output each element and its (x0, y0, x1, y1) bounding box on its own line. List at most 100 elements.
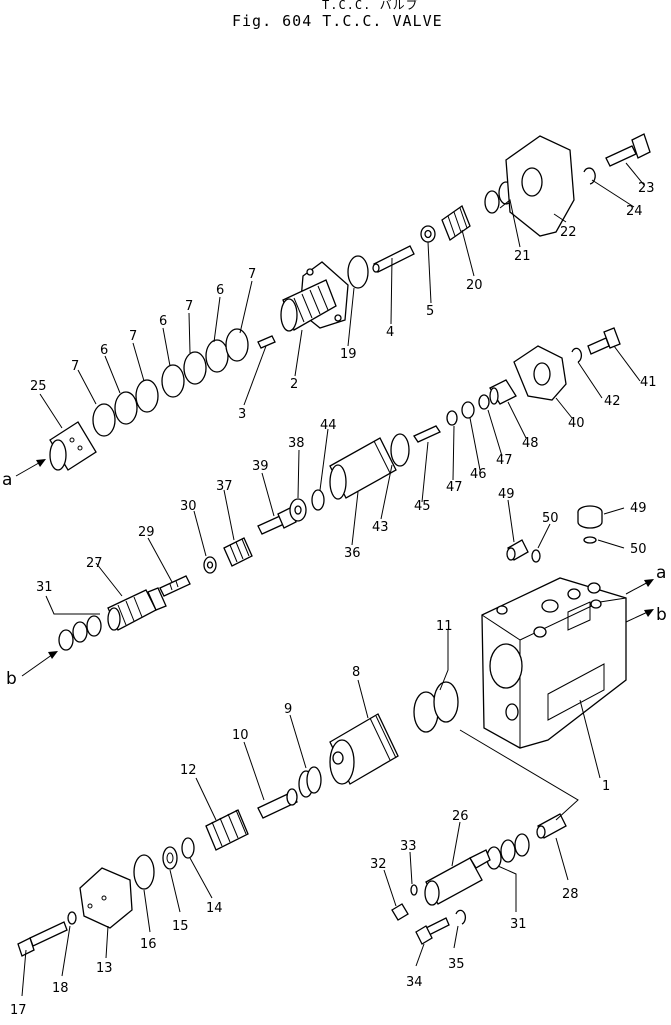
label-4: 4 (386, 325, 394, 340)
label-30: 30 (180, 499, 197, 514)
label-18: 18 (52, 981, 69, 996)
sleeve-48 (489, 379, 517, 405)
label-12: 12 (180, 763, 197, 778)
o-ring-50-right (583, 536, 597, 544)
label-31b: 31 (510, 917, 527, 932)
cover-8 (329, 713, 399, 785)
label-16: 16 (140, 937, 157, 952)
spool-27 (107, 587, 167, 631)
bolt-32 (391, 903, 409, 921)
label-47b: 47 (446, 480, 463, 495)
valve-seat (420, 225, 436, 243)
rings-stack (92, 328, 249, 437)
label-49a: 49 (498, 487, 515, 502)
label-48: 48 (522, 436, 539, 451)
pin (257, 335, 276, 349)
label-20: 20 (466, 278, 483, 293)
stem-10 (257, 788, 298, 819)
label-6a: 6 (216, 283, 224, 298)
label-28: 28 (562, 887, 579, 902)
o-ring-19 (347, 255, 369, 289)
label-2: 2 (290, 377, 298, 392)
washer-33 (410, 884, 418, 896)
label-33: 33 (400, 839, 417, 854)
label-26: 26 (452, 809, 469, 824)
label-23: 23 (638, 181, 655, 196)
label-36: 36 (344, 546, 361, 561)
spring-12 (205, 809, 249, 851)
label-29: 29 (138, 525, 155, 540)
label-42: 42 (604, 394, 621, 409)
flow-label-b-in: b (6, 669, 17, 689)
label-5: 5 (426, 304, 434, 319)
flow-label-a-out: a (656, 563, 666, 583)
plug-49-right (577, 505, 603, 529)
spring-37 (223, 537, 253, 567)
flow-arrows (15, 459, 654, 677)
label-13: 13 (96, 961, 113, 976)
label-46: 46 (470, 467, 487, 482)
title-japanese: T.C.C. バルブ (322, 0, 419, 12)
spool-29 (159, 575, 191, 597)
valve-body-1 (481, 577, 627, 749)
bolt-17 (17, 921, 68, 957)
label-27: 27 (86, 556, 103, 571)
label-11: 11 (436, 619, 453, 634)
washer-24 (583, 167, 596, 185)
label-34: 34 (406, 975, 423, 990)
label-31a: 31 (36, 580, 53, 595)
rod (372, 245, 415, 273)
sleeve-36 (329, 437, 397, 500)
label-50a: 50 (542, 511, 559, 526)
label-6b: 6 (159, 314, 167, 329)
label-49b: 49 (630, 501, 647, 516)
o-ring-44 (311, 489, 325, 511)
plug-49-left (506, 539, 529, 561)
label-47a: 47 (496, 453, 513, 468)
o-rings-31-left (58, 615, 102, 651)
plug-28 (536, 813, 567, 839)
washer-35 (455, 909, 467, 925)
label-37: 37 (216, 479, 233, 494)
label-19: 19 (340, 347, 357, 362)
label-14: 14 (206, 901, 223, 916)
label-39: 39 (252, 459, 269, 474)
label-8: 8 (352, 665, 360, 680)
label-32: 32 (370, 857, 387, 872)
o-ring-43 (390, 433, 410, 467)
flange-40 (513, 345, 567, 401)
part-number-labels: 23 24 22 21 20 5 4 19 2 3 7 6 7 6 7 6 7 … (10, 181, 657, 1018)
seat-30 (203, 556, 217, 574)
label-44: 44 (320, 418, 337, 433)
spring-45 (413, 425, 441, 443)
o-rings-11 (413, 681, 459, 733)
label-25: 25 (30, 379, 47, 394)
label-3: 3 (238, 407, 246, 422)
o-rings-31-right (486, 833, 530, 870)
solenoid-assembly (280, 261, 349, 332)
label-17: 17 (10, 1003, 27, 1018)
label-1: 1 (602, 779, 610, 794)
bolt-34 (415, 917, 450, 945)
cover-13 (79, 867, 133, 929)
bolt-23 (605, 133, 651, 167)
o-ring-16 (133, 854, 155, 890)
label-7d: 7 (71, 359, 79, 374)
label-38: 38 (288, 436, 305, 451)
washer-15 (162, 846, 178, 870)
washer-18 (67, 911, 77, 925)
label-22: 22 (560, 225, 577, 240)
plug-25 (49, 421, 97, 471)
label-7b: 7 (185, 299, 193, 314)
leader-lines (21, 162, 645, 997)
piston-9 (298, 766, 322, 798)
label-10: 10 (232, 728, 249, 743)
flange-cover-22 (505, 135, 575, 237)
label-50b: 50 (630, 542, 647, 557)
label-43: 43 (372, 520, 389, 535)
label-9: 9 (284, 702, 292, 717)
label-24: 24 (626, 204, 643, 219)
washer-14 (181, 837, 195, 859)
label-41: 41 (640, 375, 657, 390)
